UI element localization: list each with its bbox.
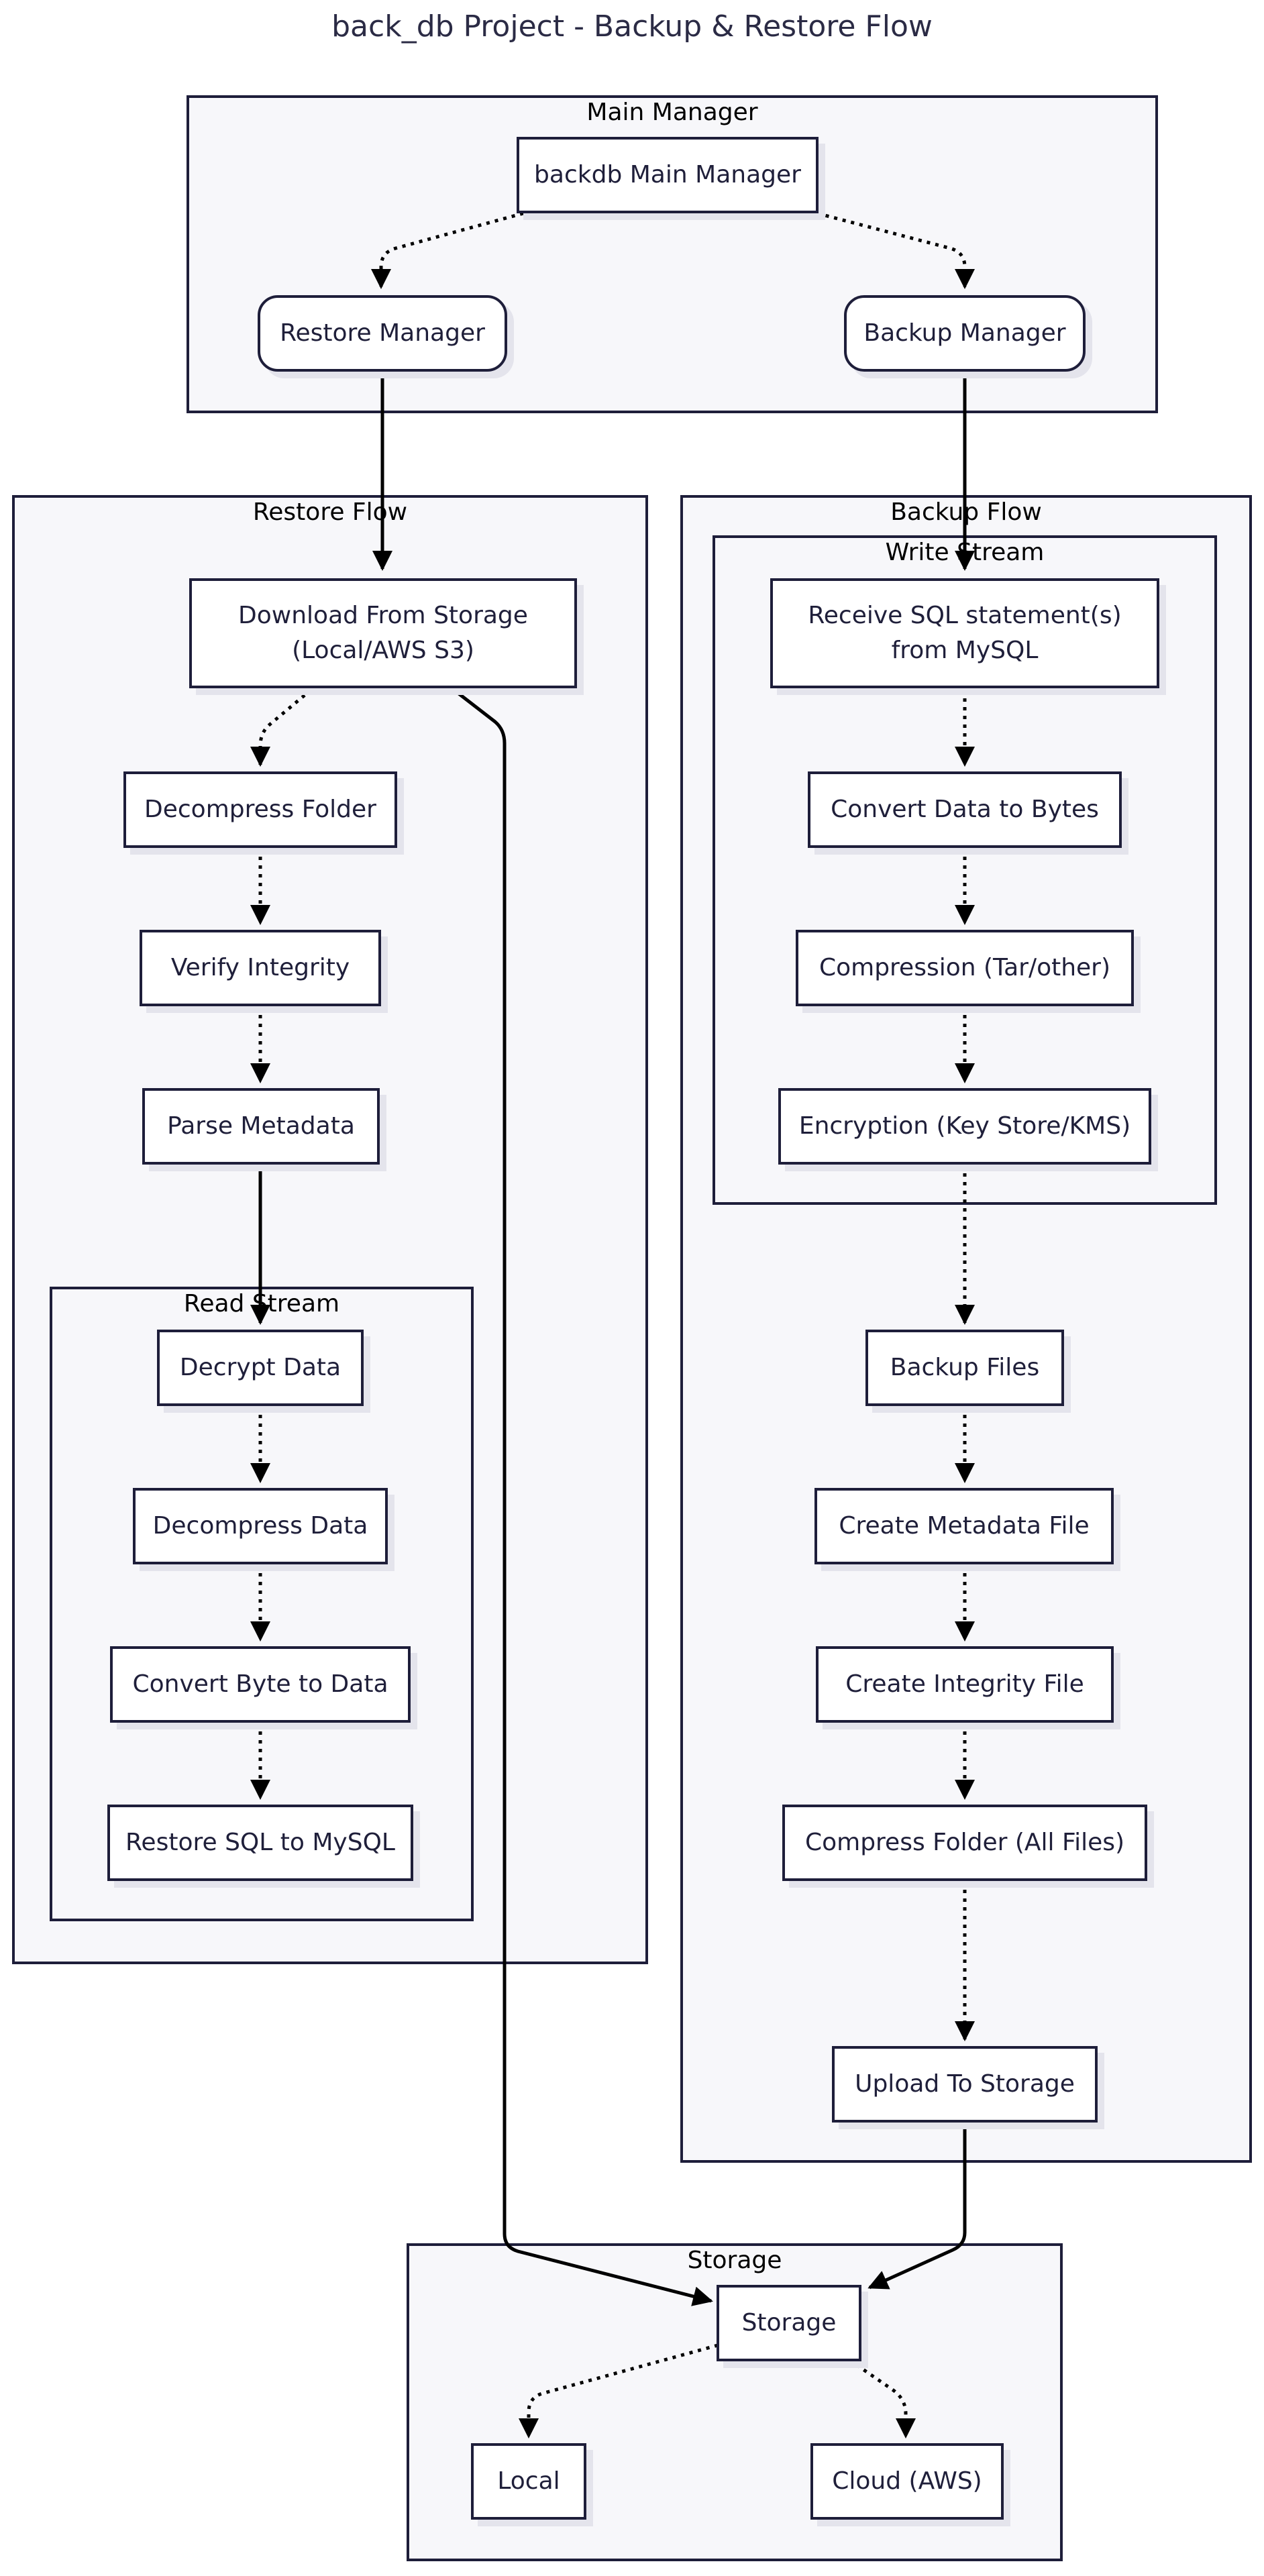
node-receive-sql-statements: Receive SQL statement(s) from MySQL xyxy=(770,578,1159,688)
node-cloud-aws: Cloud (AWS) xyxy=(810,2443,1004,2520)
node-upload-to-storage: Upload To Storage xyxy=(832,2046,1098,2123)
cluster-label-restore-flow: Restore Flow xyxy=(252,498,408,526)
cluster-label-main-manager: Main Manager xyxy=(586,99,758,126)
node-download-from-storage: Download From Storage (Local/AWS S3) xyxy=(189,578,577,688)
node-create-metadata-file: Create Metadata File xyxy=(814,1488,1114,1564)
node-download-line-2: (Local/AWS S3) xyxy=(292,637,474,664)
node-compress-folder: Compress Folder (All Files) xyxy=(782,1805,1147,1881)
node-create-integrity-file: Create Integrity File xyxy=(816,1646,1114,1723)
cluster-label-write-stream: Write Stream xyxy=(885,539,1045,566)
diagram-title: back_db Project - Backup & Restore Flow xyxy=(331,9,933,44)
node-backup-manager: Backup Manager xyxy=(844,295,1086,372)
cluster-label-backup-flow: Backup Flow xyxy=(890,498,1042,526)
node-decompress-folder: Decompress Folder xyxy=(123,771,397,848)
node-verify-integrity: Verify Integrity xyxy=(140,930,381,1006)
cluster-label-storage: Storage xyxy=(687,2247,782,2274)
node-convert-data-to-bytes: Convert Data to Bytes xyxy=(808,771,1122,848)
node-local: Local xyxy=(471,2443,586,2520)
node-decompress-data: Decompress Data xyxy=(133,1488,388,1564)
node-parse-metadata: Parse Metadata xyxy=(142,1088,380,1165)
node-backdb-main-manager: backdb Main Manager xyxy=(517,137,819,213)
node-backup-files: Backup Files xyxy=(865,1330,1064,1406)
node-receive-line-1: Receive SQL statement(s) xyxy=(808,602,1122,629)
cluster-label-read-stream: Read Stream xyxy=(183,1290,340,1318)
node-restore-manager: Restore Manager xyxy=(258,295,507,372)
node-restore-sql-to-mysql: Restore SQL to MySQL xyxy=(107,1805,413,1881)
node-receive-line-2: from MySQL xyxy=(891,637,1039,664)
node-storage: Storage xyxy=(717,2285,861,2361)
node-convert-byte-to-data: Convert Byte to Data xyxy=(110,1646,411,1723)
node-compression: Compression (Tar/other) xyxy=(796,930,1134,1006)
node-encryption: Encryption (Key Store/KMS) xyxy=(778,1088,1151,1165)
node-download-line-1: Download From Storage xyxy=(238,602,528,629)
node-decrypt-data: Decrypt Data xyxy=(157,1330,364,1406)
